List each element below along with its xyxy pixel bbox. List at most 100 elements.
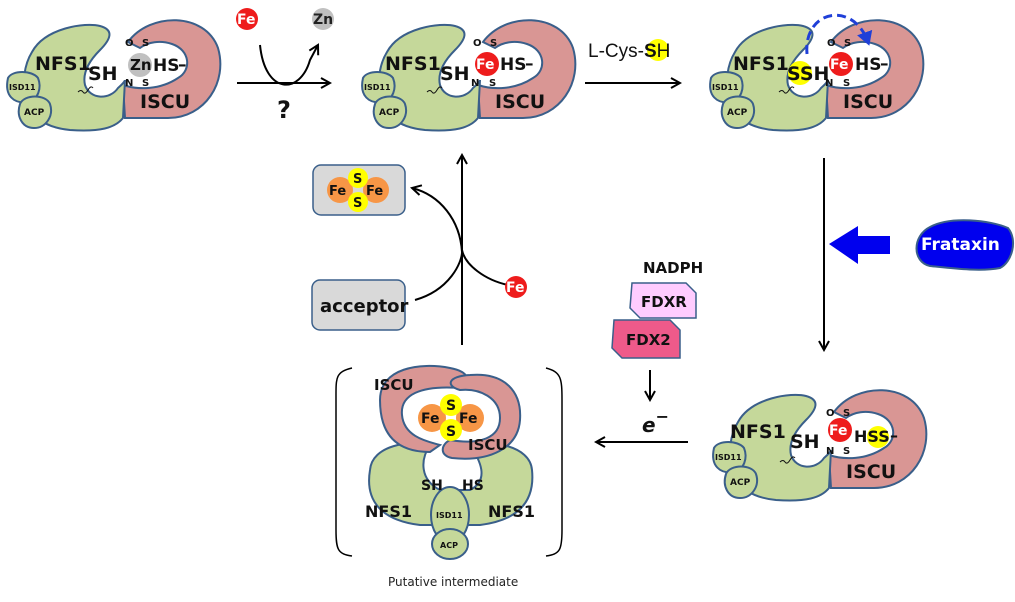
iscu-label-right: ISCU — [468, 436, 508, 454]
persulfide-highlight-icon — [788, 61, 812, 85]
iscu-label-left: ISCU — [374, 376, 414, 394]
fe-label: Fe — [830, 57, 849, 73]
isd11-label: ISD11 — [364, 83, 391, 92]
iron-entry-curve — [461, 249, 509, 286]
ligand-s-top: S — [844, 38, 851, 49]
holo-fe-label: Fe — [329, 184, 346, 199]
persulfide-highlight-icon — [867, 426, 889, 448]
holo-iron-right — [363, 177, 389, 203]
ligand-s-bottom: S — [843, 446, 850, 457]
acp-subunit — [17, 95, 52, 130]
complex-transfer: NFS1 ISD11 ACP SH Fe O S N S HSS – ISCU — [712, 389, 928, 502]
fdxr-protein — [629, 282, 697, 319]
iscu-subunit-left — [378, 365, 468, 454]
nfs1-label: NFS1 — [730, 421, 786, 443]
fdxr-label: FDXR — [641, 293, 687, 311]
acp-label: ACP — [727, 108, 748, 118]
putative-intermediate: ISCU ISCU NFS1 NFS1 SH HS ISD11 ACP Fe F… — [335, 365, 563, 589]
holo-fe-label: Fe — [366, 184, 383, 199]
acceptor-transfer-arrow — [412, 188, 464, 301]
iscu-subunit-right — [441, 373, 522, 460]
fe-label: Fe — [829, 423, 848, 439]
holo-acceptor-box — [312, 164, 406, 216]
cysteine-step: L-Cys-SH — [585, 39, 680, 83]
ligand-n: N — [471, 78, 479, 89]
iron-in-label: Fe — [237, 12, 256, 28]
ligand-s-top: S — [142, 38, 149, 49]
isd11-subunit — [6, 71, 41, 104]
cluster-sulfur-bottom — [440, 419, 462, 441]
zn-label: Zn — [130, 56, 152, 74]
iron-ion-icon — [829, 52, 853, 76]
intermediate-caption: Putative intermediate — [388, 575, 518, 589]
cluster-fe-label: Fe — [459, 411, 478, 427]
iron-ion-icon — [475, 52, 499, 76]
nfs1-label: NFS1 — [733, 53, 789, 75]
ligand-o: O — [473, 38, 482, 49]
iron-ion-icon — [828, 418, 852, 442]
zinc-out-label: Zn — [313, 12, 333, 28]
holo-sulfur-bottom — [348, 192, 368, 212]
fdx2-label: FDX2 — [626, 331, 671, 349]
iscu-label: ISCU — [846, 461, 896, 483]
linker-squiggle — [77, 86, 94, 94]
ligand-s-bottom: S — [843, 78, 850, 89]
nadph-label: NADPH — [643, 259, 703, 277]
ligand-s-top: S — [843, 408, 850, 419]
hss-label: HSS — [854, 427, 890, 446]
isd11-label: ISD11 — [436, 511, 463, 520]
bracket-left — [335, 367, 353, 557]
iron-input-icon — [505, 276, 527, 298]
charge-minus: – — [880, 54, 889, 74]
frataxin-stimulation-arrow-icon — [829, 226, 890, 264]
charge-minus: – — [178, 55, 187, 75]
nfs1-label-right: NFS1 — [488, 502, 535, 521]
iscu-label: ISCU — [140, 91, 190, 113]
acp-subunit — [431, 528, 469, 560]
sulfur-highlight-icon — [647, 39, 669, 61]
ligand-n: N — [826, 446, 834, 457]
cluster-iron-right — [456, 404, 484, 432]
frataxin-protein — [915, 219, 1015, 271]
holo-iron-left — [327, 177, 353, 203]
iscu-label: ISCU — [495, 91, 545, 113]
hs-label: HS — [500, 55, 526, 75]
hs-label: HS — [153, 56, 179, 76]
cluster-iron-left — [418, 404, 446, 432]
fe-label: Fe — [476, 57, 495, 73]
acp-label: ACP — [440, 541, 458, 550]
acp-label: ACP — [379, 108, 400, 118]
iscu-label: ISCU — [843, 91, 893, 113]
electron-label: e− — [642, 407, 669, 437]
unknown-mechanism-label: ? — [277, 96, 291, 124]
hs-label: HS — [462, 478, 484, 494]
isd11-label: ISD11 — [9, 83, 36, 92]
metal-exchange-step: Fe Zn ? — [236, 8, 334, 124]
exchange-curve-arrow — [259, 45, 318, 86]
electron-donor-chain: NADPH FDXR FDX2 e− — [596, 259, 703, 442]
acceptor-box — [311, 279, 406, 331]
ligand-s-bottom: S — [489, 78, 496, 89]
holo-s-label: S — [353, 196, 362, 211]
sh-label: SH — [421, 478, 443, 494]
complex-fe: NFS1 ISD11 ACP SH Fe O S N S HS – ISCU — [361, 19, 577, 132]
holo-sulfur-top — [348, 168, 368, 188]
cluster-s-label: S — [446, 424, 456, 440]
frataxin-label: Frataxin — [921, 235, 1000, 255]
zinc-ion-icon — [128, 53, 152, 77]
cysteine-label: L-Cys-SH — [588, 41, 670, 62]
ligand-s-top: S — [490, 38, 497, 49]
cluster-fe-label: Fe — [421, 411, 440, 427]
iron-input-label: Fe — [506, 280, 525, 296]
ligand-o: O — [827, 38, 836, 49]
acp-label: ACP — [24, 108, 45, 118]
sulfur-transfer-arrow — [805, 13, 873, 55]
bracket-right — [545, 367, 563, 557]
iron-ion-icon — [236, 8, 258, 30]
acp-label: ACP — [730, 478, 751, 488]
nfs1-label: NFS1 — [385, 53, 441, 75]
holo-s-label: S — [353, 172, 362, 187]
ssh-label: SSH — [787, 63, 829, 85]
ligand-s-bottom: S — [142, 78, 149, 89]
